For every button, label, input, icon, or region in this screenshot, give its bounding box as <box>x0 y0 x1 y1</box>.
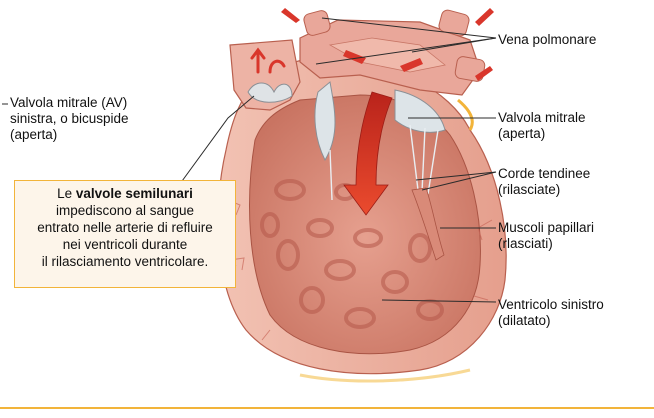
label-valvola-mitrale-av: Valvola mitrale (AV) sinistra, o bicuspi… <box>10 95 129 143</box>
label-corde-tendinee: Corde tendinee (rilasciate) <box>498 166 590 198</box>
label-valvola-mitrale: Valvola mitrale (aperta) <box>498 110 586 142</box>
callout-title-line: Le valvole semilunari <box>15 185 235 202</box>
label-vena-polmonare: Vena polmonare <box>498 32 596 48</box>
bottom-rule <box>0 407 654 409</box>
semilunar-valves-callout: Le valvole semilunari impediscono al san… <box>14 180 236 288</box>
label-ventricolo-sinistro: Ventricolo sinistro (dilatato) <box>498 297 604 329</box>
label-muscoli-papillari: Muscoli papillari (rlasciati) <box>498 220 594 252</box>
